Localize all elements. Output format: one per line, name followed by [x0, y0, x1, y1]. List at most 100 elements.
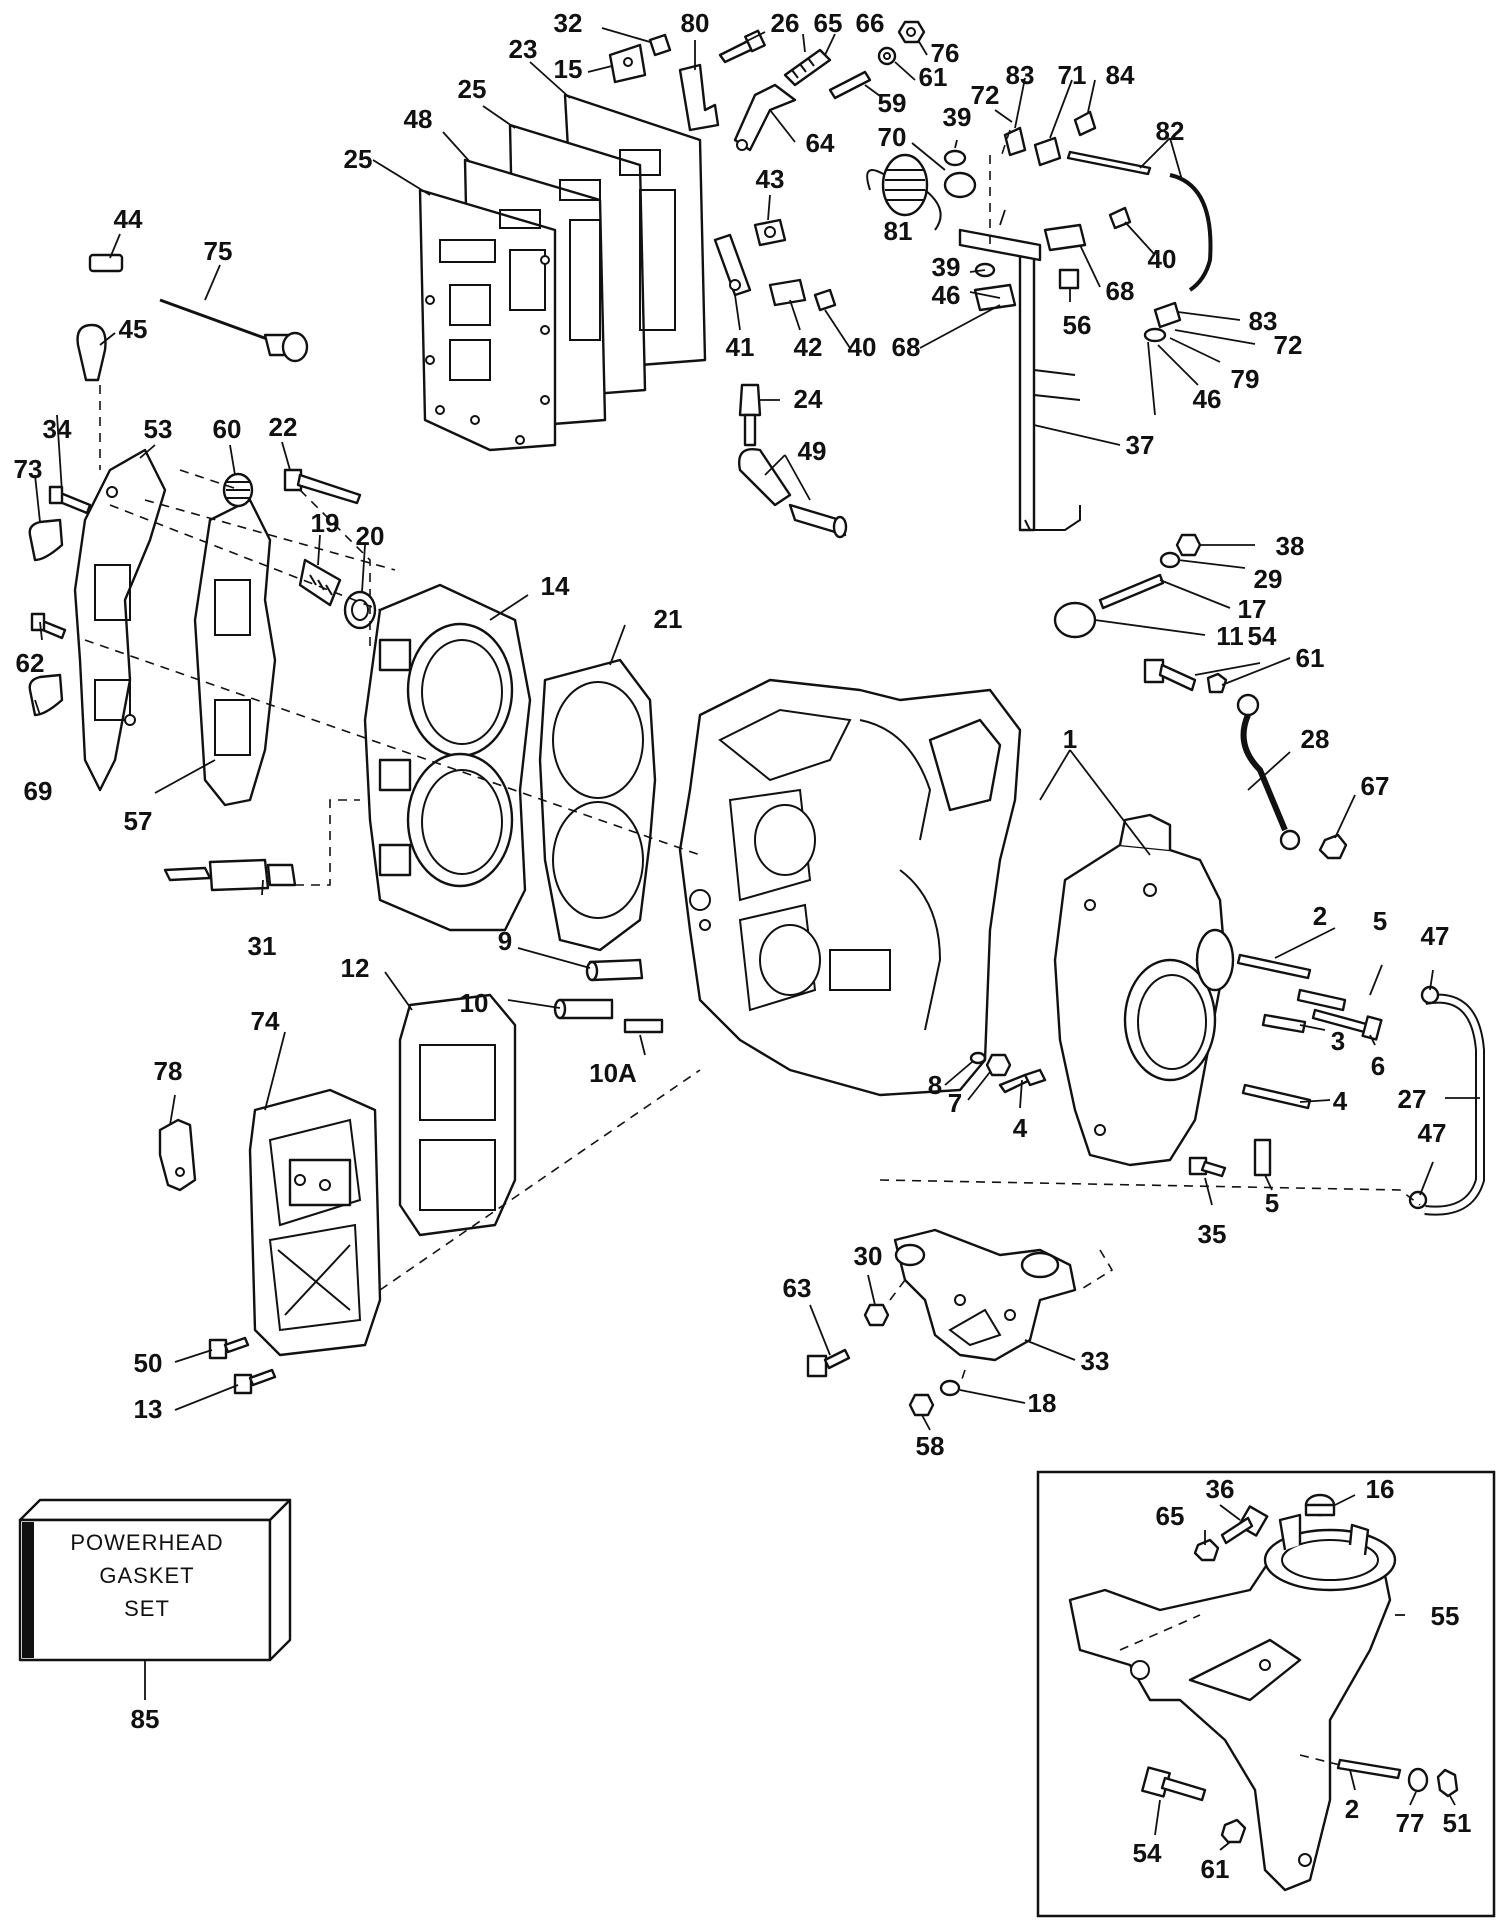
gasket-57	[193, 498, 277, 807]
callout-22: 22	[269, 412, 298, 442]
callout-54: 54	[1248, 621, 1277, 651]
washer-39-top	[943, 149, 967, 167]
screw-40-mid	[813, 288, 837, 312]
bolt-50	[208, 1336, 250, 1360]
clamp-45	[76, 323, 107, 382]
callout-84: 84	[1106, 60, 1135, 90]
callout-47: 47	[1421, 921, 1450, 951]
callout-25: 25	[458, 74, 487, 104]
arm-41	[713, 233, 752, 297]
callout-82: 82	[1156, 116, 1185, 146]
callout-61: 61	[1296, 643, 1325, 673]
callout-68: 68	[1106, 276, 1135, 306]
callout-1: 1	[1063, 724, 1077, 754]
callout-85: 85	[131, 1704, 160, 1734]
callout-72: 72	[1274, 330, 1303, 360]
nut-58	[908, 1393, 935, 1417]
callout-13: 13	[134, 1394, 163, 1424]
pin-5-lower	[1253, 1138, 1272, 1177]
callout-29: 29	[1254, 564, 1283, 594]
bolt-22	[283, 468, 362, 505]
callout-15: 15	[554, 54, 583, 84]
assembly-lines	[84, 129, 1421, 1766]
callout-24: 24	[794, 384, 823, 414]
callout-34: 34	[43, 414, 72, 444]
bolt-32	[648, 33, 672, 57]
stud-4-lower	[998, 1068, 1047, 1094]
callout-4: 4	[1013, 1113, 1028, 1143]
callout-12: 12	[341, 953, 370, 983]
callout-61: 61	[919, 62, 948, 92]
nut-76	[897, 20, 926, 44]
callout-19: 19	[311, 508, 340, 538]
callout-20: 20	[356, 521, 385, 551]
callout-74: 74	[251, 1006, 280, 1036]
callout-9: 9	[498, 926, 512, 956]
clamp-47-bottom	[1408, 1190, 1428, 1210]
screw-26	[718, 29, 766, 64]
callout-83: 83	[1006, 60, 1035, 90]
callout-80: 80	[681, 8, 710, 38]
water-cover-53	[73, 448, 167, 792]
callout-31: 31	[248, 931, 277, 961]
clip-83-top	[1003, 126, 1027, 157]
cap-11	[1053, 601, 1097, 639]
gasket-set-box-85: POWERHEAD GASKET SET	[18, 1498, 292, 1662]
dowel-10A	[623, 1018, 664, 1034]
torsion-spring-81	[866, 153, 942, 231]
washer-61-inset	[1220, 1818, 1247, 1844]
callout-83: 83	[1249, 306, 1278, 336]
stud-4-right	[1241, 1083, 1312, 1110]
callout-6: 6	[1371, 1051, 1385, 1081]
callout-17: 17	[1238, 594, 1267, 624]
callout-75: 75	[204, 236, 233, 266]
callout-81: 81	[884, 216, 913, 246]
dowel-9	[585, 958, 644, 982]
temperature-sensor-75	[159, 298, 309, 363]
gasket-set-line1: POWERHEAD	[70, 1530, 223, 1555]
callout-54: 54	[1133, 1838, 1162, 1868]
screw-62	[30, 612, 67, 640]
fitting-70	[943, 171, 977, 199]
washer-65	[1193, 1538, 1220, 1562]
exhaust-cover-gasket-stack	[418, 93, 707, 452]
bolt-35	[1188, 1156, 1227, 1178]
callout-73: 73	[14, 454, 43, 484]
callout-69: 69	[24, 776, 53, 806]
callout-60: 60	[213, 414, 242, 444]
seal-20	[343, 590, 377, 630]
stud-2-inset	[1336, 1758, 1402, 1780]
callout-37: 37	[1126, 430, 1155, 460]
callout-30: 30	[854, 1241, 883, 1271]
callout-labels: 32 80 26 65 66 76 23 15 61 83 71 84 25 5…	[14, 8, 1472, 1884]
callout-39: 39	[943, 102, 972, 132]
nut-30	[863, 1303, 890, 1327]
bolt-36	[1220, 1505, 1269, 1545]
pin-5-top	[1296, 988, 1347, 1012]
callout-46: 46	[932, 280, 961, 310]
washer-79	[1143, 327, 1167, 343]
callout-77: 77	[1396, 1808, 1425, 1838]
thermostat-19	[298, 558, 342, 607]
bolt-54-top	[1143, 658, 1197, 692]
callout-10: 10	[460, 988, 489, 1018]
washer-67	[1318, 833, 1348, 860]
washer-61-mid	[1206, 672, 1228, 694]
spring-60	[222, 472, 254, 508]
nut-7	[985, 1053, 1012, 1077]
exhaust-cover-74	[248, 1088, 382, 1357]
callout-65: 65	[1156, 1501, 1185, 1531]
callout-42: 42	[794, 332, 823, 362]
bolt-6	[1311, 1008, 1383, 1041]
callout-65: 65	[814, 8, 843, 38]
callout-49: 49	[798, 436, 827, 466]
bolt-63	[806, 1348, 851, 1378]
callout-26: 26	[771, 8, 800, 38]
callout-35: 35	[1198, 1219, 1227, 1249]
screw-84	[1073, 110, 1097, 137]
callout-55: 55	[1431, 1601, 1460, 1631]
cylinder-block-1	[678, 678, 1022, 1097]
callout-43: 43	[756, 164, 785, 194]
callout-57: 57	[124, 806, 153, 836]
head-gasket-21	[538, 658, 657, 952]
